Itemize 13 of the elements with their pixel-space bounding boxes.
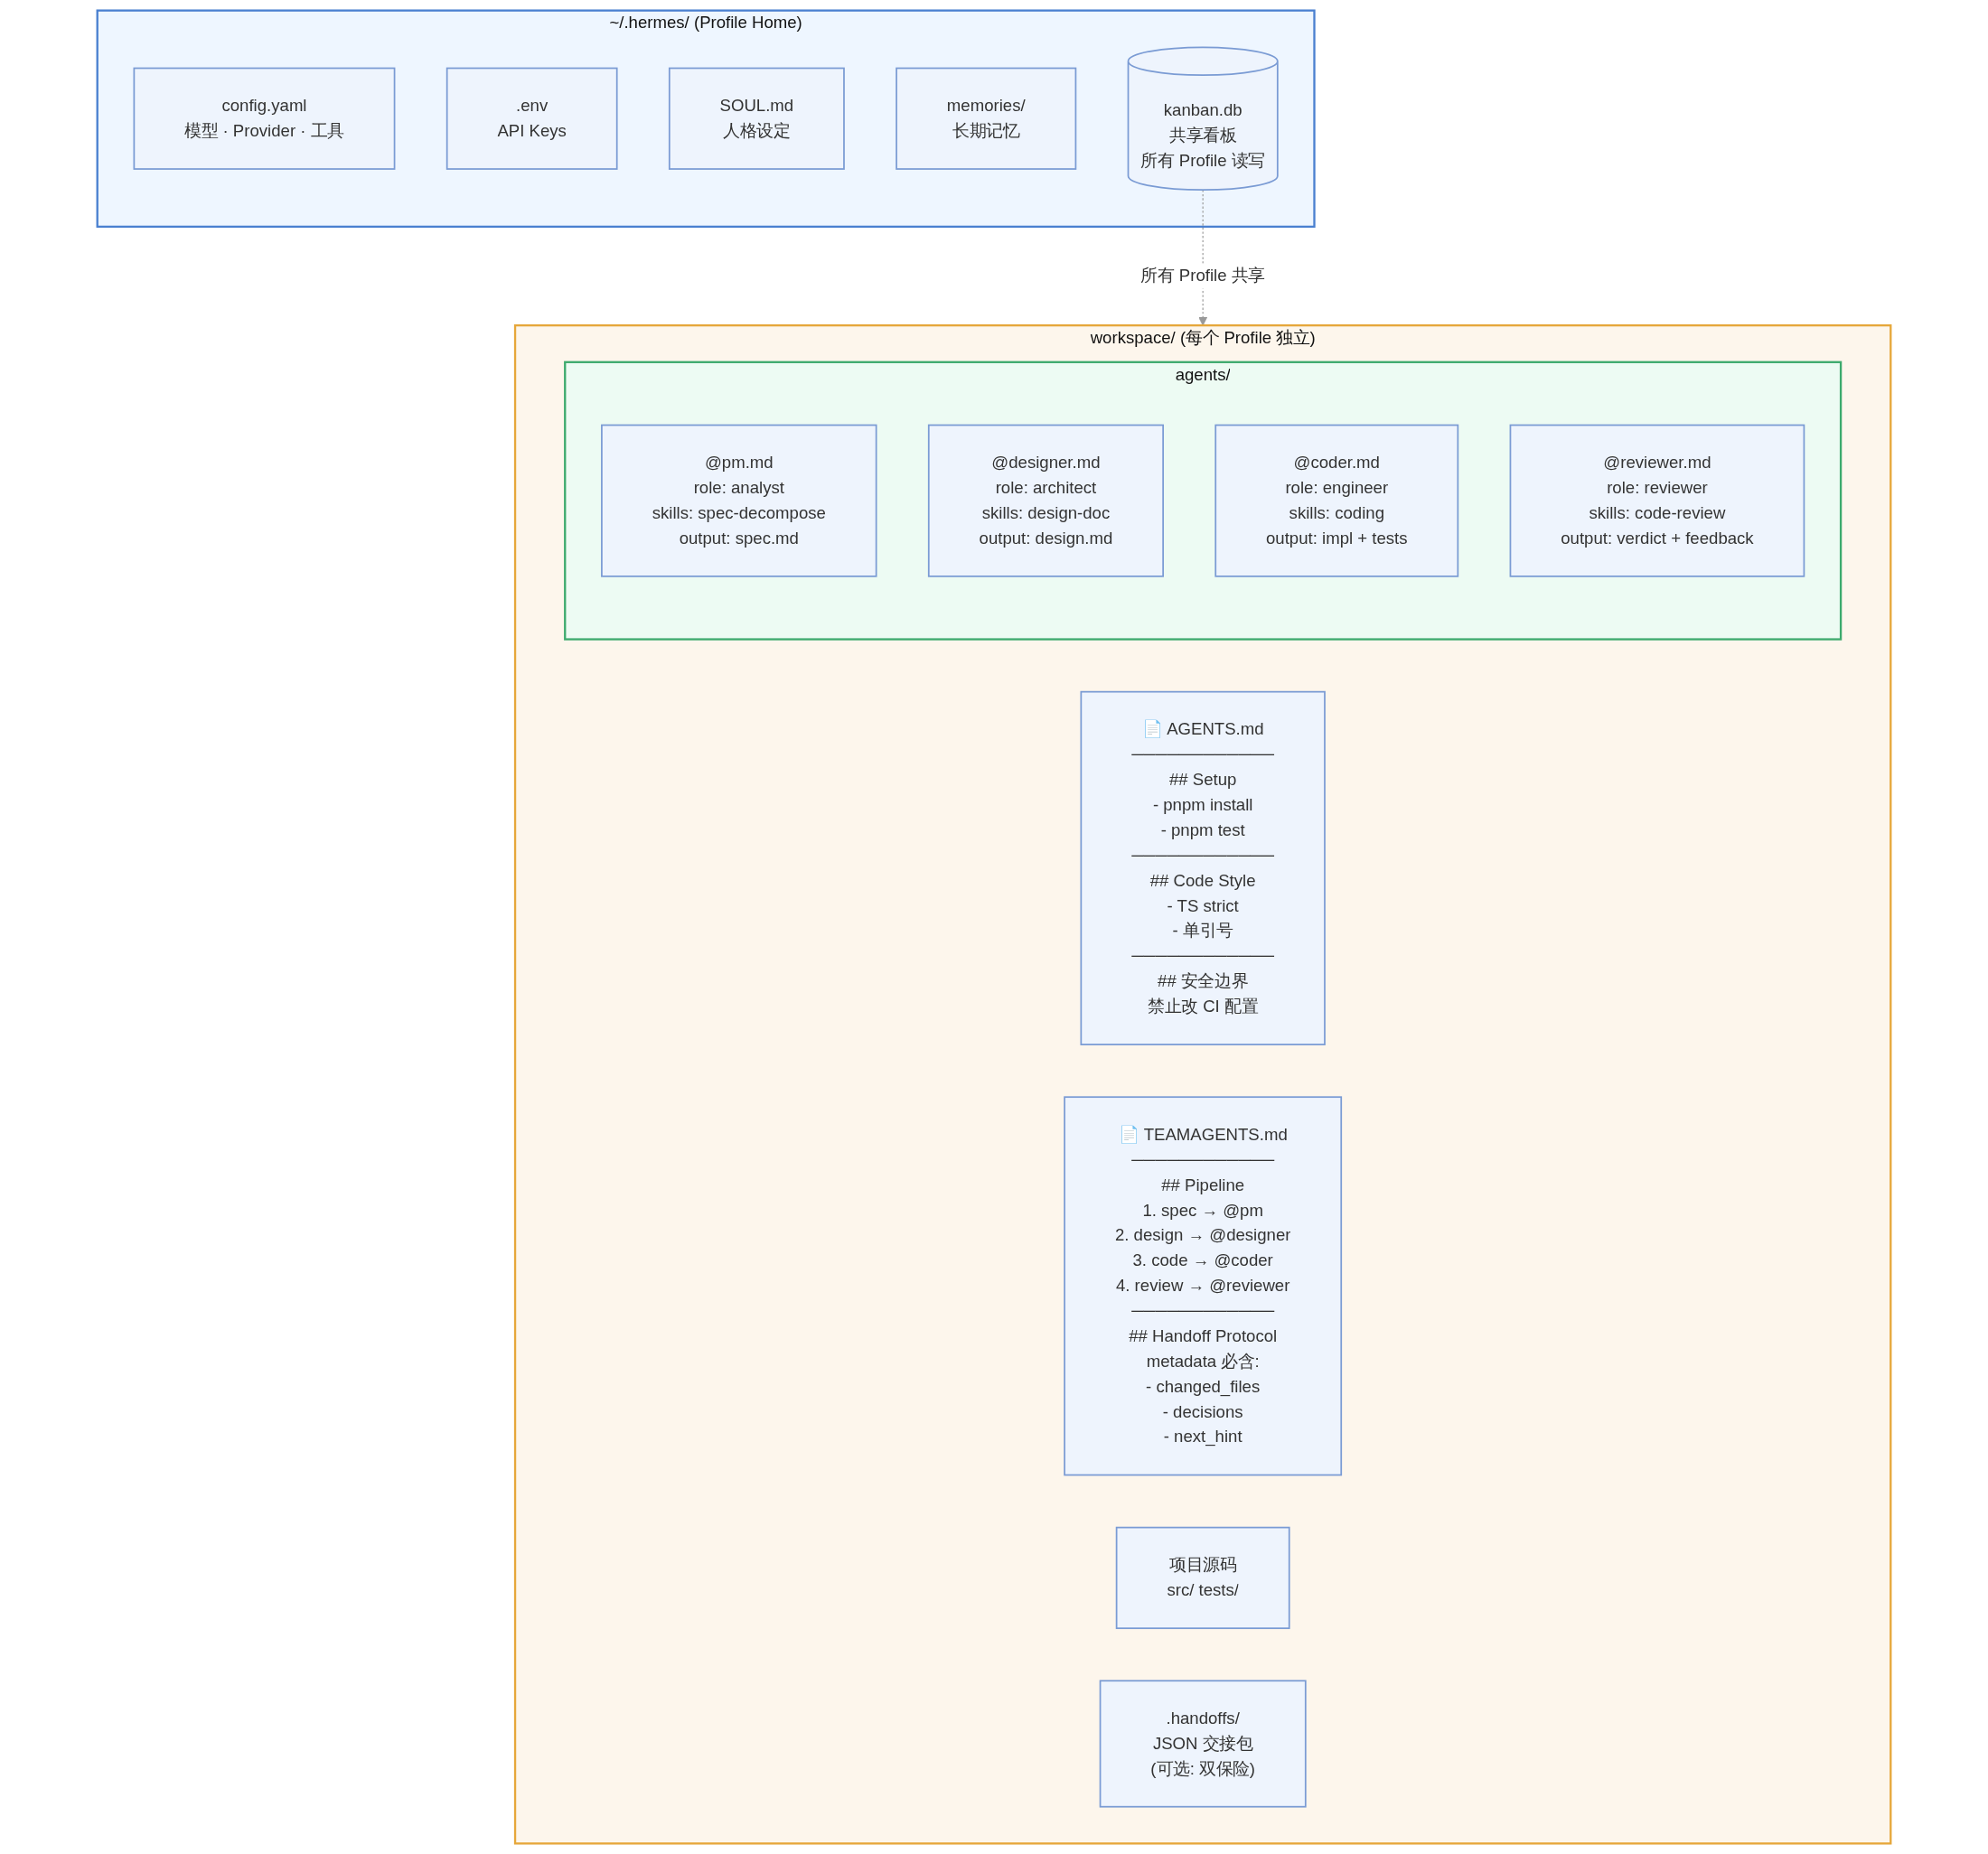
node-box: 📄 AGENTS.md ──────────── ## Setup - pnpm install - pnpm test ──────────── ## Code Style - TS strict - 单引号 ──────────── ## 安全边界 禁止改 CI 配置 [1080, 690, 1326, 1045]
node-box: memories/ 长期记忆 [896, 67, 1077, 170]
edge-label: 所有 Profile 共享 [1140, 267, 1265, 285]
node-box: @reviewer.md role: reviewer skills: code-review output: verdict + feedback [1509, 424, 1805, 577]
node-box: @designer.md role: architect skills: design-doc output: design.md [927, 424, 1164, 577]
node-box: @coder.md role: engineer skills: coding output: impl + tests [1214, 424, 1459, 577]
node-box: config.yaml 模型 · Provider · 工具 [133, 67, 396, 170]
node-box: SOUL.md 人格设定 [668, 67, 845, 170]
node-box: 📄 TEAMAGENTS.md ──────────── ## Pipeline 1. spec → @pm 2. design → @designer 3. code → @coder 4. review → @reviewer ──────────── ## Handoff Protocol metadata 必含: - changed_files - decisions - next_hint [1064, 1096, 1343, 1476]
node-box: 项目源码 src/ tests/ [1115, 1526, 1290, 1630]
node-box: .handoffs/ JSON 交接包 (可选: 双保险) [1099, 1680, 1307, 1808]
node-box: @pm.md role: analyst skills: spec-decompose output: spec.md [601, 424, 877, 577]
node-box: .env API Keys [445, 67, 618, 170]
